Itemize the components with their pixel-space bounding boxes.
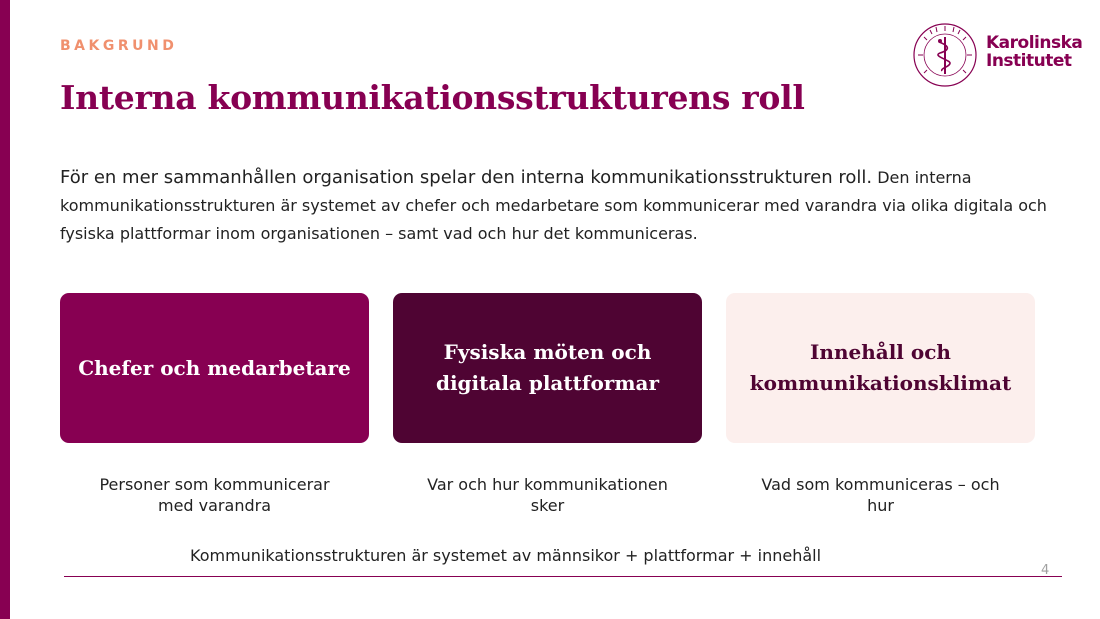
footer-divider	[64, 576, 1062, 577]
section-kicker: BAKGRUND	[60, 38, 178, 54]
card-content-description: Vad som kommuniceras – och hur	[761, 475, 1000, 515]
card-content: Innehåll och kommunikationsklimat	[726, 293, 1035, 443]
card-content-title: Innehåll och kommunikationsklimat	[749, 340, 1012, 395]
seal-icon	[913, 23, 977, 87]
card-people-title: Chefer och medarbetare	[78, 355, 351, 380]
card-people: Chefer och medarbetare	[60, 293, 369, 443]
summary-text: Kommunikationsstrukturen är systemet av …	[190, 546, 822, 565]
intro-lead: För en mer sammanhållen organisation spe…	[60, 167, 873, 188]
intro-paragraph: För en mer sammanhållen organisation spe…	[60, 164, 1050, 248]
card-platforms: Fysiska möten och digitala plattformar	[393, 293, 702, 443]
accent-bar	[0, 0, 10, 619]
logo-line-2: Institutet	[986, 51, 1072, 71]
intro-body: Den interna kommunikationsstrukturen är …	[60, 168, 1047, 243]
card-people-description: Personer som kommunicerar med varandra	[99, 475, 330, 515]
page-number: 4	[1041, 563, 1050, 578]
logo-wordmark: Karolinska Institutet	[986, 33, 1083, 71]
logo-line-1: Karolinska	[986, 33, 1083, 53]
karolinska-logo: Karolinska Institutet	[912, 22, 1083, 88]
card-platforms-description: Var och hur kommunikationen sker	[427, 475, 668, 515]
slide-title: Interna kommunikationsstrukturens roll	[60, 78, 805, 117]
card-platforms-title: Fysiska möten och digitala plattformar	[435, 340, 660, 395]
